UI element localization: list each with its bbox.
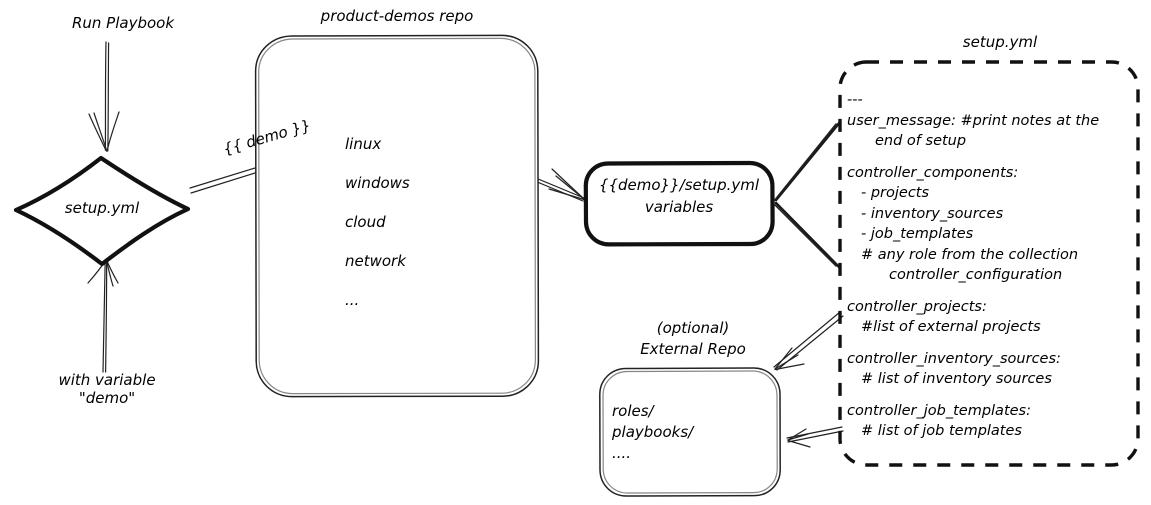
setup-yml-line: #list of external projects bbox=[861, 319, 1041, 335]
setup-yml-line: controller_job_templates: bbox=[847, 402, 1031, 419]
setup-yml-file-dashed-box[interactable] bbox=[838, 60, 1140, 467]
product-demos-repo-box[interactable] bbox=[254, 34, 540, 398]
with-variable-line2: "demo" bbox=[78, 389, 136, 407]
setup-yml-line bbox=[847, 286, 1135, 297]
variables-box-line2: variables bbox=[644, 198, 714, 216]
setup-yml-line: # any role from the collection bbox=[861, 246, 1079, 263]
external-repo-item-list: roles/ playbooks/ .... bbox=[612, 401, 762, 464]
external-repo-title-line2: External Repo bbox=[640, 340, 746, 358]
variables-box-line1: {{demo}}/setup.yml bbox=[598, 176, 760, 194]
repo-item-windows[interactable]: windows bbox=[345, 174, 410, 192]
controller-job-templates-to-external-repo-arrow bbox=[786, 426, 844, 448]
external-repo-item-ellipsis: .... bbox=[612, 444, 632, 462]
setup-yml-line bbox=[847, 152, 1135, 163]
with-variable-arrow bbox=[87, 259, 119, 373]
repo-item-ellipsis: ... bbox=[345, 291, 360, 309]
setup-yml-line bbox=[847, 338, 1135, 349]
with-variable-label: with variable "demo" bbox=[32, 371, 182, 407]
setup-yml-line: # list of job templates bbox=[861, 423, 1022, 439]
setup-yml-file-title: setup.yml bbox=[962, 33, 1038, 51]
setup-yml-file-contents: --- user_message: #print notes at the end … bbox=[847, 90, 1135, 442]
setup-yml-line: controller_projects: bbox=[847, 298, 987, 315]
setup-yml-line: controller_configuration bbox=[889, 267, 1063, 283]
demo-setup-variables-label: {{demo}}/setup.yml variables bbox=[590, 174, 768, 218]
demo-setup-variables-box[interactable] bbox=[583, 160, 775, 247]
setup-yml-line: end of setup bbox=[875, 133, 967, 149]
product-demos-repo-title: product-demos repo bbox=[320, 7, 474, 25]
run-playbook-label: Run Playbook bbox=[71, 14, 175, 32]
product-demos-repo-item-list: linux windows cloud network ... bbox=[345, 125, 495, 320]
repo-item-cloud[interactable]: cloud bbox=[345, 213, 386, 231]
external-repo-item-roles[interactable]: roles/ bbox=[612, 402, 654, 420]
setup-yml-diamond-node[interactable] bbox=[13, 155, 191, 267]
repo-item-network[interactable]: network bbox=[345, 252, 406, 270]
run-playbook-arrow bbox=[88, 41, 120, 152]
setup-yml-line: - inventory_sources bbox=[861, 205, 1004, 222]
setup-yml-line bbox=[847, 390, 1135, 401]
setup-yml-line: # list of inventory sources bbox=[861, 371, 1052, 387]
setup-yml-line: --- bbox=[847, 92, 863, 108]
external-repo-item-playbooks[interactable]: playbooks/ bbox=[612, 423, 694, 441]
setup-yml-to-variables-connector bbox=[773, 120, 842, 270]
repo-item-linux[interactable]: linux bbox=[345, 135, 382, 153]
setup-yml-line: user_message: #print notes at the bbox=[847, 112, 1100, 129]
setup-yml-line: controller_components: bbox=[847, 164, 1019, 181]
external-repo-title: (optional) External Repo bbox=[608, 318, 778, 360]
setup-yml-diamond-label: setup.yml bbox=[64, 199, 140, 217]
setup-yml-line: - projects bbox=[861, 185, 930, 201]
setup-yml-line: - job_templates bbox=[861, 226, 974, 242]
external-repo-box[interactable] bbox=[599, 367, 781, 497]
with-variable-line1: with variable bbox=[58, 371, 156, 389]
controller-projects-to-external-repo-arrow bbox=[773, 311, 844, 371]
external-repo-title-line1: (optional) bbox=[656, 319, 730, 337]
setup-yml-line: controller_inventory_sources: bbox=[847, 350, 1061, 367]
